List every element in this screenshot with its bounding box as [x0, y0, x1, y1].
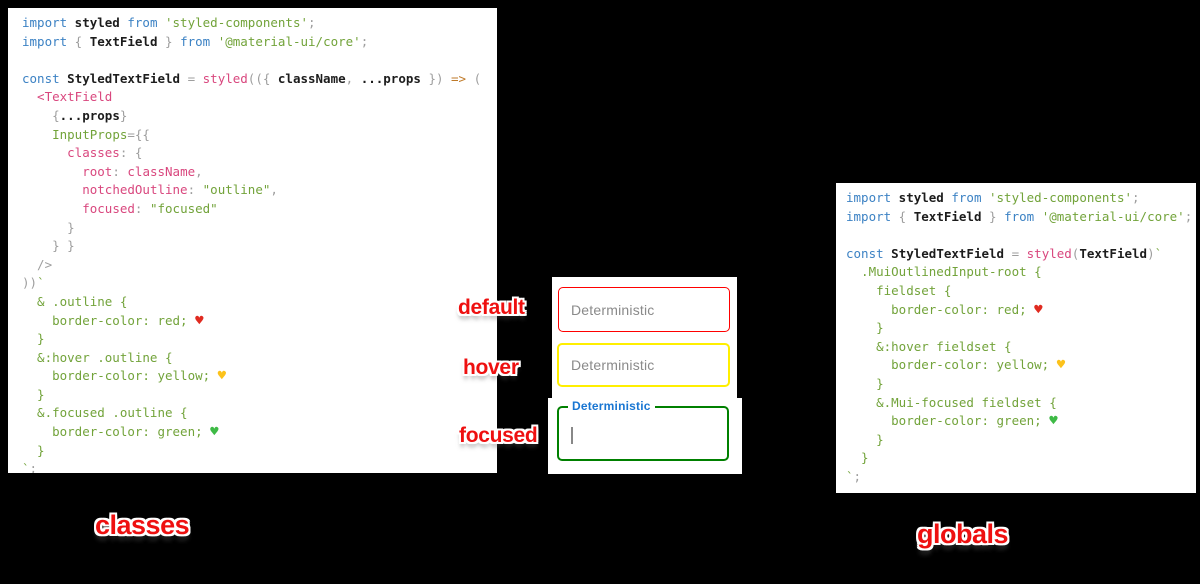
- code-line: border-color: red; ♥: [846, 301, 1043, 318]
- code-line: .MuiOutlinedInput-root {: [846, 264, 1042, 280]
- textfield-hover[interactable]: Deterministic: [557, 343, 730, 387]
- code-line: import { TextField } from '@material-ui/…: [846, 208, 1193, 224]
- code-line: fieldset {: [846, 282, 952, 298]
- code-line: root: className,: [82, 163, 203, 179]
- textfield-focused-label: Deterministic: [568, 399, 655, 413]
- code-panel-globals: import styled from 'styled-components'; i…: [836, 183, 1196, 493]
- code-panel-classes: import styled from 'styled-components'; i…: [8, 8, 497, 473]
- code-line: `;: [846, 468, 862, 484]
- code-line: &:hover fieldset {: [846, 338, 1012, 354]
- code-line: ))`: [22, 275, 45, 291]
- code-line: }: [22, 442, 45, 458]
- code-line: import styled from 'styled-components';: [22, 15, 316, 30]
- caption-globals: globals: [917, 519, 1009, 549]
- code-line: [22, 51, 497, 70]
- annotation-focused: focused: [459, 424, 538, 447]
- textfield-hover-placeholder: Deterministic: [571, 357, 655, 373]
- textfield-focused[interactable]: Deterministic: [557, 399, 729, 461]
- annotation-default: default: [458, 296, 525, 319]
- textfield-default-placeholder: Deterministic: [571, 301, 655, 318]
- code-line: {...props}: [22, 107, 128, 123]
- code-line: />: [22, 256, 53, 272]
- code-line: &.Mui-focused fieldset {: [846, 394, 1057, 410]
- code-line: <TextField: [22, 89, 113, 105]
- code-line: import { TextField } from '@material-ui/…: [22, 33, 369, 49]
- code-line: }: [846, 375, 884, 391]
- code-line: focused: "focused": [82, 200, 218, 216]
- code-line: &:hover .outline {: [22, 349, 173, 365]
- code-line: &.focused .outline {: [22, 405, 188, 421]
- code-line: } }: [22, 238, 75, 254]
- code-line: [846, 226, 1196, 245]
- code-line: `;: [22, 461, 38, 473]
- code-line: border-color: yellow; ♥: [846, 357, 1066, 374]
- code-line: import styled from 'styled-components';: [846, 190, 1140, 205]
- code-line: border-color: green; ♥: [22, 424, 219, 441]
- code-line: }: [846, 450, 869, 466]
- code-line: border-color: yellow; ♥: [22, 368, 227, 385]
- code-line: }: [846, 431, 884, 447]
- code-line: }: [846, 320, 884, 336]
- code-line: border-color: green; ♥: [846, 413, 1058, 430]
- code-line: & .outline {: [22, 293, 128, 309]
- code-line: const StyledTextField = styled(TextField…: [846, 245, 1163, 261]
- text-cursor-caret: [571, 427, 573, 444]
- code-line: border-color: red; ♥: [22, 312, 204, 329]
- code-line: const StyledTextField = styled(({ classN…: [22, 70, 482, 86]
- code-line: classes: {: [67, 145, 143, 161]
- code-line: notchedOutline: "outline",: [82, 182, 278, 198]
- code-line: }: [22, 331, 45, 347]
- code-line: InputProps={{: [52, 126, 150, 142]
- annotation-hover: hover: [463, 356, 519, 379]
- caption-classes: classes: [95, 510, 190, 540]
- textfield-default[interactable]: Deterministic: [558, 287, 730, 332]
- code-line: }: [22, 386, 45, 402]
- code-line: }: [22, 219, 75, 235]
